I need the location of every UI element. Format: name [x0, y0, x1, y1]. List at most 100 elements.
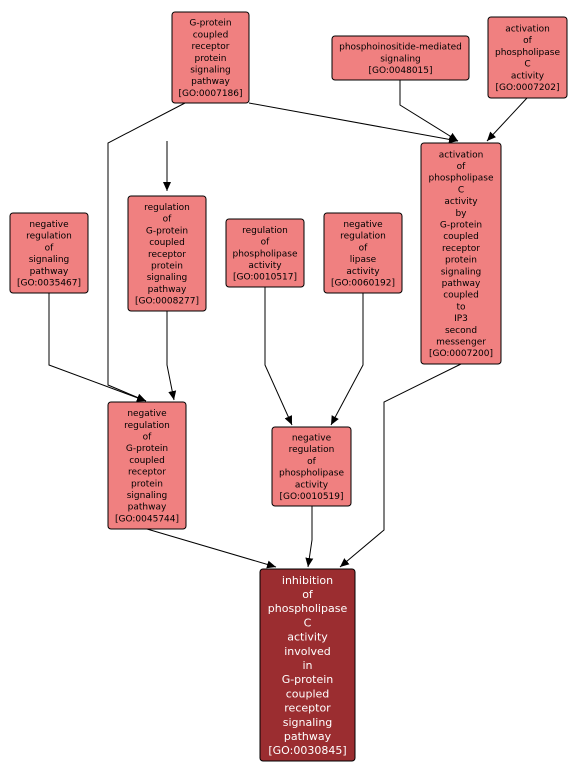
node-label-line: activation	[505, 25, 550, 35]
node-box	[259, 568, 356, 762]
node-label-line: [GO:0008277]	[135, 297, 199, 307]
node-label-line: regulation	[144, 203, 190, 213]
node-label-line: coupled	[149, 238, 185, 248]
node-label-line: phospholipase	[268, 602, 348, 615]
node-label-line: coupled	[129, 456, 165, 466]
node-box	[323, 212, 403, 294]
node-label-line: negative	[29, 220, 69, 230]
node-label-line: involved	[284, 645, 331, 658]
node-label-line: regulation	[242, 226, 288, 236]
node-label-line: C	[458, 185, 464, 195]
node-label-line: in	[302, 659, 312, 672]
node-label-line: C	[304, 616, 312, 629]
node-label-line: signaling	[380, 54, 421, 64]
node-label-line: activity	[295, 480, 329, 490]
node-label-line: G-protein	[146, 226, 188, 236]
node-label-line: coupled	[443, 291, 479, 301]
node-label-line: IP3	[454, 314, 468, 324]
node-box	[420, 142, 502, 365]
node-label-line: [GO:0007200]	[429, 349, 493, 359]
node-label-line: phosphoinositide-mediated	[339, 43, 462, 53]
edge-GO0007186-to-GO0045744	[107, 102, 186, 402]
node-label-line: coupled	[193, 30, 229, 40]
node-label-line: lipase	[350, 255, 377, 265]
go-term-node-go0010517[interactable]: regulationofphospholipaseactivity[GO:001…	[225, 218, 305, 288]
go-term-node-go0045744[interactable]: negative regulation ofG-protein coupled rece…	[107, 401, 187, 530]
edge-GO0008277-to-GO0045744	[166, 311, 177, 401]
node-label-line: phospholipase	[429, 174, 494, 184]
node-label-line: coupled	[443, 232, 479, 242]
node-label-line: [GO:0007186]	[178, 89, 242, 99]
node-label-line: activity	[346, 267, 380, 277]
node-label-line: of	[163, 215, 173, 225]
go-term-node-go0008277[interactable]: regulationofG-proteincoupledreceptorprot…	[127, 195, 207, 312]
edge-GO0007202-to-GO0007200	[486, 97, 528, 142]
node-label-line: G-protein	[126, 444, 168, 454]
node-label-line: receptor	[148, 250, 186, 260]
node-label-line: phospholipase	[495, 48, 560, 58]
node-label-line: [GO:0010517]	[233, 273, 297, 283]
node-label-line: protein	[195, 54, 227, 64]
node-label-line: negative	[127, 409, 167, 419]
go-term-node-go0007186[interactable]: G-proteincoupledreceptorproteinsignaling…	[171, 11, 250, 104]
node-box	[127, 195, 207, 312]
node-label-line: [GO:0010519]	[279, 492, 343, 502]
node-label-line: activity	[287, 631, 328, 644]
node-label-line: protein	[445, 256, 477, 266]
go-term-node-go0060192[interactable]: negativeregulationoflipaseactivity[GO:00…	[323, 212, 403, 294]
node-label-line: regulation	[124, 421, 170, 431]
node-box	[487, 16, 568, 99]
go-term-node-go0010519[interactable]: negativeregulationofphospholipaseactivit…	[271, 426, 352, 507]
node-label-line: [GO:0060192]	[331, 279, 395, 289]
go-term-node-go0048015[interactable]: phosphoinositide-mediatedsignaling[GO:00…	[331, 35, 470, 81]
node-label-line: [GO:0045744]	[115, 514, 179, 524]
node-label-line: coupled	[286, 687, 330, 700]
node-label-line: activation	[439, 150, 484, 160]
node-label-line: C	[524, 60, 530, 70]
node-label-line: of	[302, 588, 314, 601]
node-box	[171, 11, 250, 104]
go-term-node-go0007202[interactable]: activationofphospholipaseCactivity[GO:00…	[487, 16, 568, 99]
node-label-line: to	[456, 302, 466, 312]
edges-layer	[48, 80, 528, 569]
node-label-line: pathway	[128, 503, 167, 513]
edge-GO0045744-to-GO0030845	[146, 528, 277, 569]
node-label-line: signaling	[29, 255, 70, 265]
node-label-line: signaling	[283, 716, 333, 729]
node-label-line: of	[523, 36, 533, 46]
node-label-line: signaling	[147, 273, 188, 283]
node-label-line: pathway	[191, 77, 230, 87]
node-box	[225, 218, 305, 288]
node-label-line: of	[143, 433, 153, 443]
node-label-line: of	[45, 243, 55, 253]
node-label-line: phospholipase	[279, 469, 344, 479]
nodes-layer: G-proteincoupledreceptorproteinsignaling…	[9, 11, 568, 762]
node-label-line: receptor	[192, 42, 230, 52]
go-term-node-go0007200[interactable]: activationofphospholipaseCactivitybyG-pr…	[420, 142, 502, 365]
node-label-line: protein	[131, 479, 163, 489]
node-label-line: regulation	[26, 232, 72, 242]
node-label-line: of	[261, 238, 271, 248]
node-label-line: [GO:0035467]	[17, 279, 81, 289]
node-label-line: receptor	[284, 702, 331, 715]
edge-GO0060192-to-GO0010519	[330, 293, 364, 426]
node-label-line: signaling	[441, 267, 482, 277]
node-label-line: activity	[444, 197, 478, 207]
node-label-line: of	[307, 457, 317, 467]
edge-GO0035467-to-GO0045744	[48, 293, 147, 402]
node-label-line: signaling	[127, 491, 168, 501]
node-label-line: pathway	[442, 279, 481, 289]
node-label-line: G-protein	[440, 221, 482, 231]
go-term-node-go0030845[interactable]: inhibitionofphospholipaseCactivityinvolv…	[259, 568, 356, 762]
node-label-line: receptor	[128, 468, 166, 478]
edge-GO0010519-to-GO0030845	[305, 506, 314, 568]
node-label-line: regulation	[289, 445, 335, 455]
node-label-line: [GO:0030845]	[268, 744, 346, 757]
node-box	[271, 426, 352, 507]
edge-GO0048015-to-GO0007200	[399, 80, 459, 142]
node-label-line: negative	[343, 220, 383, 230]
node-label-line: regulation	[340, 232, 386, 242]
go-term-node-go0035467[interactable]: negativeregulationofsignalingpathway[GO:…	[9, 212, 89, 294]
node-label-line: G-protein	[282, 673, 334, 686]
node-label-line: phospholipase	[233, 249, 298, 259]
